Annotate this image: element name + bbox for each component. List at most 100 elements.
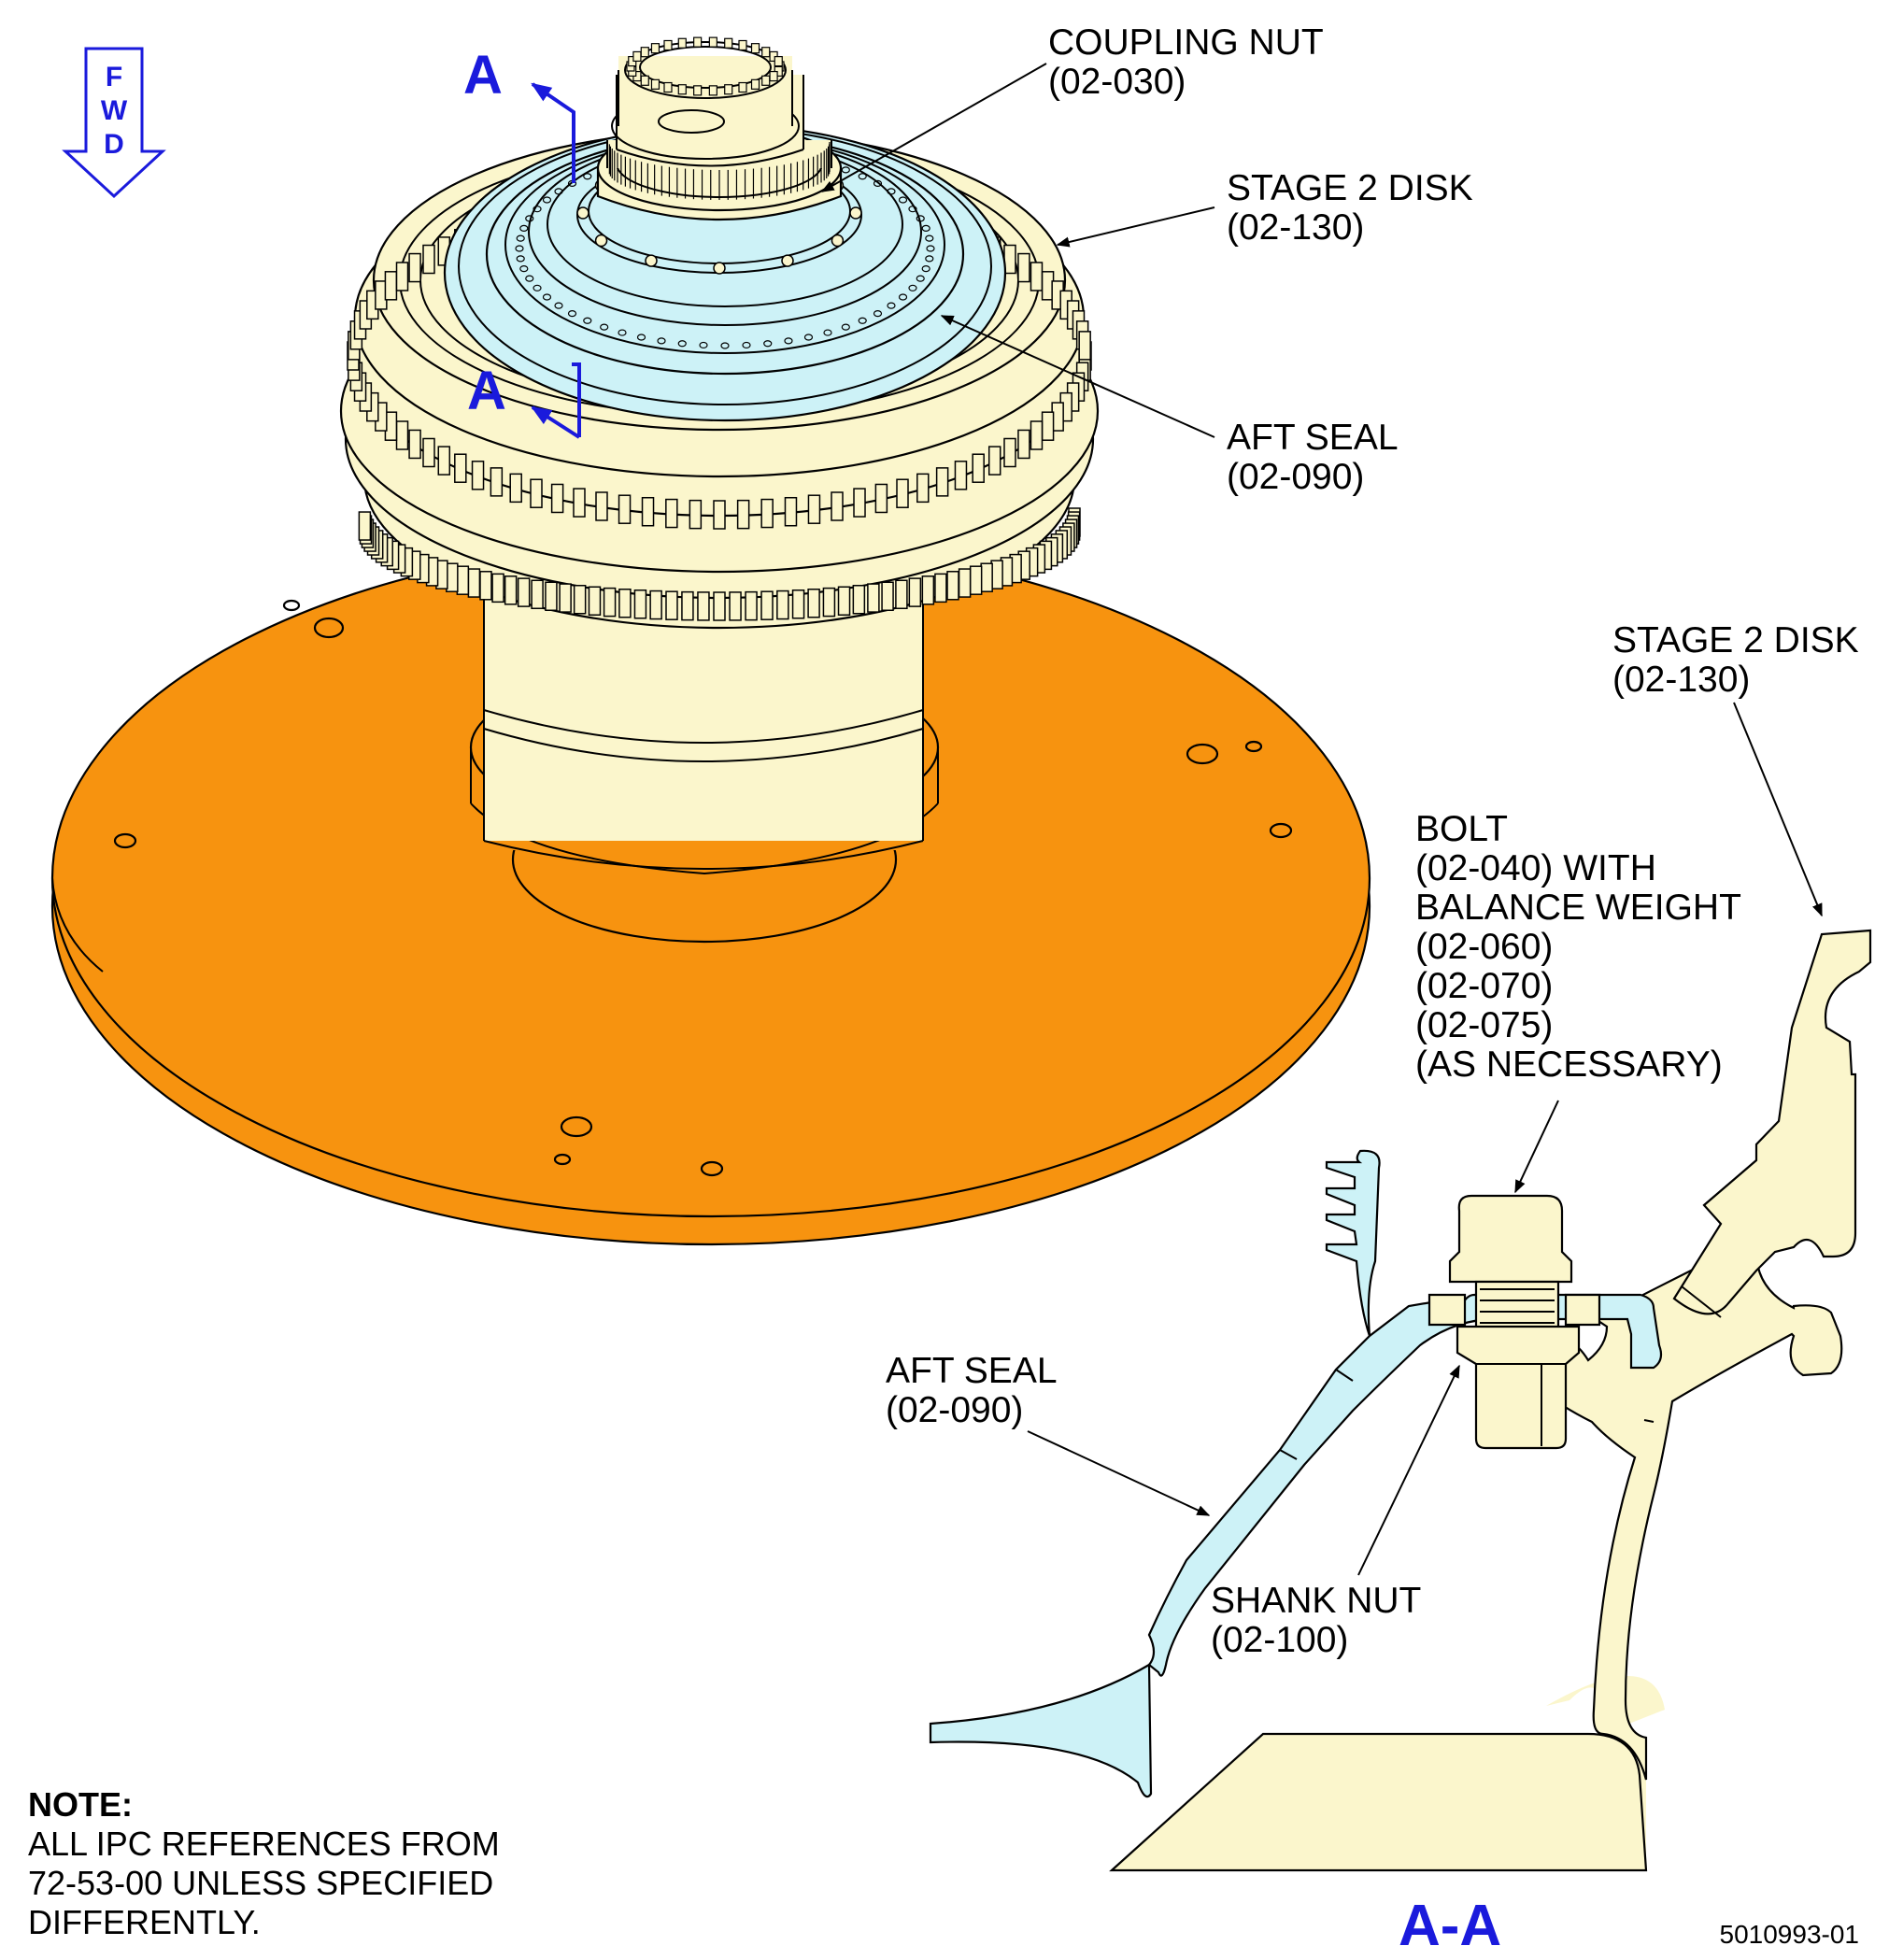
cutting-plane: A A [463,45,581,439]
callout-shank-nut: SHANK NUT (02-100) [1211,1364,1460,1660]
seal-hole [784,337,793,345]
disk-slot [456,565,470,595]
seal-hole [858,173,867,180]
seal-hole [525,215,534,222]
disk-slot [713,591,726,621]
disk-slot [881,581,894,612]
disk-slot [745,590,758,621]
bolt-head [713,262,726,275]
disk-slot [934,573,947,604]
disk-slot [649,589,662,620]
svg-text:(02-100): (02-100) [1211,1620,1348,1660]
seal-hole [657,337,666,345]
svg-text:(02-070): (02-070) [1415,966,1553,1006]
seal-hole [567,309,577,318]
spline-tooth [708,85,717,96]
callout-stage2-disk-top: STAGE 2 DISK (02-130) [1056,168,1473,248]
disk-slot [697,591,710,621]
spline-tooth [663,39,673,51]
disk-slot [395,420,409,450]
callout-stage2-disk-section: STAGE 2 DISK (02-130) [1612,620,1859,917]
disk-slot [1017,252,1030,283]
seal-hole [720,342,730,349]
seal-hole [583,317,592,324]
disk-slot [831,491,844,521]
disk-slot [504,575,518,605]
bolt-head [576,206,589,220]
disk-slot [1030,262,1044,291]
spline-tooth [677,84,687,95]
disk-slot [1003,437,1016,468]
disk-slot [954,461,968,490]
seal-hole [873,309,883,318]
disk-slot [776,589,789,620]
bolt-head [781,254,794,267]
spline-tooth [640,47,649,58]
disk-slot [681,590,694,621]
disk-slot [603,587,617,618]
seal-hole [908,206,917,213]
disk-slot [908,577,922,607]
disk-slot [437,446,451,476]
svg-text:(02-060): (02-060) [1415,927,1553,967]
disk-slot [573,585,587,615]
spline-tooth [761,75,771,86]
disk-slot [874,483,888,514]
spline-tooth [738,39,747,51]
disk-slot [490,467,504,497]
seal-hole [898,196,908,204]
disk-slot [471,461,485,490]
seal-hole [925,255,934,263]
disk-slot [665,590,678,620]
disk-slot [935,467,949,497]
note-block: NOTE: ALL IPC REFERENCES FROM 72-53-00 U… [28,1785,500,1941]
seal-hole [554,188,563,195]
spline-tooth [693,36,703,48]
disk-slot [980,562,993,592]
seal-hole [636,334,646,341]
disk-slot [422,244,435,275]
seal-hole [873,179,883,188]
disk-slot [822,587,836,618]
seal-hole [516,234,525,242]
svg-text:STAGE 2 DISK: STAGE 2 DISK [1227,168,1473,208]
spline-tooth [750,43,760,54]
seal-hole [515,245,524,252]
aft-seal-arm [1147,1293,1663,1677]
spline-tooth [708,36,717,48]
callout-coupling-nut: COUPLING NUT (02-030) [820,22,1324,192]
disk-slot [545,581,558,612]
spline-tooth [774,55,783,67]
disk-slot [517,577,531,607]
seal-hole [519,224,529,232]
disk-slot [454,453,467,483]
svg-text:(AS NECESSARY): (AS NECESSARY) [1415,1044,1723,1085]
callout-aft-seal-top: AFT SEAL (02-090) [940,315,1399,497]
note-line: 72-53-00 UNLESS SPECIFIED [28,1864,493,1902]
disk-slot [358,511,372,541]
svg-text:(02-090): (02-090) [886,1390,1023,1430]
svg-text:BOLT: BOLT [1415,809,1508,849]
disk-slot [867,583,880,613]
seal-hole [858,317,867,324]
disk-slot [618,589,632,618]
disk-slot [550,483,564,514]
cut-mark-top: A [463,45,503,106]
disk-slot [837,586,851,617]
seal-hole [533,284,542,291]
disk-slot [641,496,655,527]
aft-seal-section [929,1663,1153,1798]
seal-hole [677,340,687,348]
disk-slot [916,473,930,504]
seal-hole [519,265,529,273]
disk-slot [921,575,935,605]
disk-slot [633,589,647,619]
seal-hole [618,329,627,336]
spline-tooth [761,47,771,58]
note-line: ALL IPC REFERENCES FROM [28,1825,500,1863]
coupling-shaft [596,41,843,221]
seal-hole [916,215,925,222]
fwd-letter-f: F [106,62,122,92]
svg-text:(02-130): (02-130) [1227,207,1364,248]
disk-slot [408,429,421,460]
